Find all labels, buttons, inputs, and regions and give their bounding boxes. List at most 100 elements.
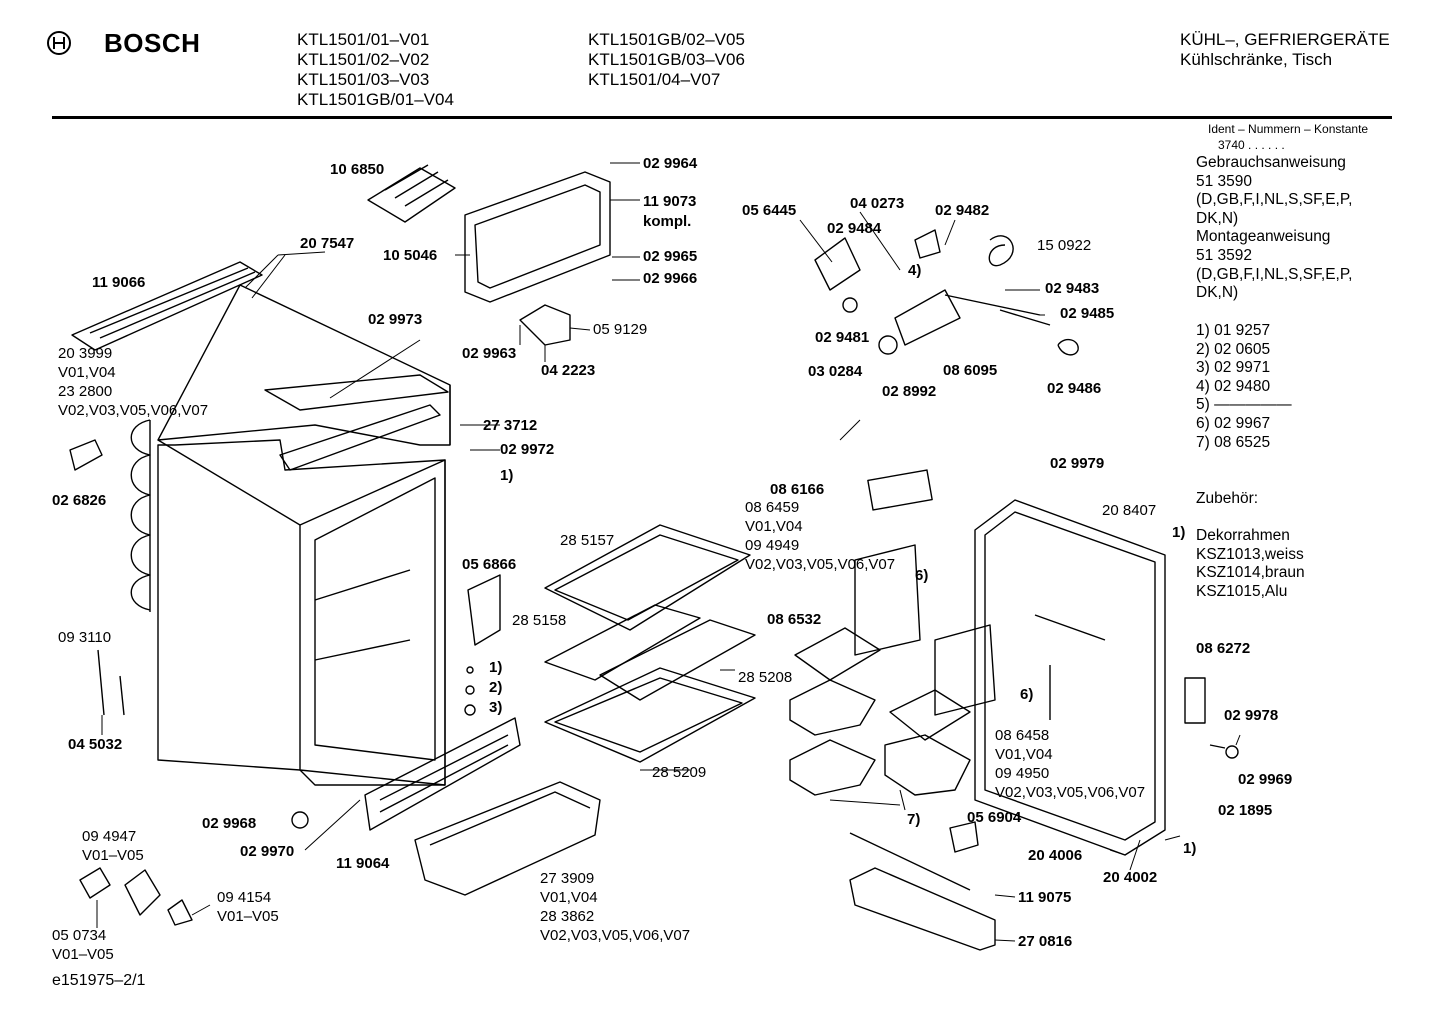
note-line: 3) 02 9971 [1196,359,1271,377]
note-ref: 4) [908,262,922,279]
part-label: 08 6166 [770,481,825,498]
part-label: 08 6458 [995,727,1050,744]
info-line: Gebrauchsanweisung [1196,154,1346,171]
part-label: 04 0273 [850,195,905,212]
part-label: 02 9483 [1045,280,1100,297]
category-title: KÜHL–, GEFRIERGERÄTE Kühlschränke, Tisch [1180,30,1390,70]
part-label: 02 9485 [1060,305,1115,322]
part-label: 02 9966 [643,270,698,287]
part-label: 05 6866 [462,556,517,573]
part-label: 02 9484 [827,220,882,237]
info-line: DK,N) [1196,284,1239,302]
fridge-door [974,499,1166,856]
part-label: 20 4002 [1103,869,1158,886]
note-ref: 1) [1172,524,1186,541]
condenser-coil [130,419,151,612]
part-label: 02 8992 [882,383,937,400]
note-line: 5) ――――― [1196,396,1292,414]
note-ref: 7) [907,811,921,828]
part-label: 09 4949 [745,537,800,554]
part-label: 10 6850 [330,161,385,178]
top-grille [71,261,263,351]
part-label: 05 0734 [52,927,107,944]
part-label: 05 6445 [742,202,797,219]
accessory-line: KSZ1013,weiss [1196,545,1304,563]
part-label: 28 5157 [560,532,615,549]
leader-lines [96,162,1241,942]
variant-label: V01,V04 [58,364,116,381]
model-list-2: KTL1501GB/02–V05 KTL1501GB/03–V06 KTL150… [588,30,745,90]
ident-title: Ident – Nummern – Konstante [1208,122,1369,136]
model-item: KTL1501/01–V01 [297,30,430,49]
model-list-1: KTL1501/01–V01 KTL1501/02–V02 KTL1501/03… [297,30,454,110]
note-ref: 6) [1020,686,1034,703]
part-label: 11 9075 [1018,889,1072,906]
notes-list: 1) 01 9257 2) 02 0605 3) 02 9971 4) 02 9… [1196,322,1292,452]
part-label: 20 7547 [300,235,355,252]
note-line: 1) 01 9257 [1196,322,1271,339]
door-bins [789,469,996,951]
part-label: 02 9481 [815,329,870,346]
note-ref: 2) [489,679,503,696]
part-label: 02 9978 [1224,707,1279,724]
info-line: (D,GB,F,I,NL,S,SF,E,P, [1196,265,1353,283]
category-line: Kühlschränke, Tisch [1180,50,1333,69]
part-label: 08 6272 [1196,640,1251,657]
part-label: 27 3712 [483,417,538,434]
note-line: 6) 02 9967 [1196,414,1271,432]
model-item: KTL1501GB/01–V04 [297,90,454,109]
part-label: 05 9129 [593,321,648,338]
ice-tray [367,164,456,223]
variant-label: V01–V05 [52,946,114,963]
crisper-drawer [414,781,601,896]
part-label: 02 9965 [643,248,698,265]
part-label: 02 9970 [240,843,295,860]
part-label: 03 0284 [808,363,863,380]
note-ref: 1) [489,659,503,676]
part-label: 08 6459 [745,499,800,516]
note-ref: 1) [500,467,514,484]
model-item: KTL1501/03–V03 [297,70,430,89]
part-label: 27 0816 [1018,933,1073,950]
part-label: 09 4950 [995,765,1050,782]
part-label: 02 1895 [1218,802,1273,819]
freezer-door [464,171,611,303]
model-item: KTL1501GB/03–V06 [588,50,745,69]
part-label: 02 6826 [52,492,107,509]
info-line: DK,N) [1196,209,1239,227]
accessory-line: Zubehör: [1196,490,1259,507]
part-label: 28 5209 [652,764,707,781]
bosch-logo-icon [47,31,71,55]
note-line: 7) 08 6525 [1196,433,1271,451]
part-label: 02 9486 [1047,380,1102,397]
variant-label: V01,V04 [540,889,598,906]
part-label: 08 6532 [767,611,822,628]
part-label: 11 9066 [92,274,146,291]
vent-grille [364,717,521,831]
part-label: 02 9963 [462,345,517,362]
variant-label: V02,V03,V05,V06,V07 [995,784,1146,801]
note-ref: 3) [489,699,503,716]
part-label: 11 9064 [336,855,390,872]
part-label: 27 3909 [540,870,595,887]
model-item: KTL1501GB/02–V05 [588,30,745,49]
part-label: 04 5032 [68,736,123,753]
part-label: kompl. [643,213,692,230]
info-line: 51 3592 [1196,246,1253,264]
model-item: KTL1501/02–V02 [297,50,430,69]
model-item: KTL1501/04–V07 [588,70,721,89]
note-line: 2) 02 0605 [1196,340,1271,358]
part-label: 02 9972 [500,441,555,458]
part-label: 20 4006 [1028,847,1083,864]
part-label: 02 9968 [202,815,257,832]
variant-label: V02,V03,V05,V06,V07 [58,402,209,419]
brand-name: BOSCH [104,28,201,58]
part-label: 28 5158 [512,612,567,629]
note-ref: 1) [1183,840,1197,857]
variant-label: V01,V04 [995,746,1053,763]
part-label: 23 2800 [58,383,113,400]
part-label: 09 3110 [58,629,112,646]
part-label: 20 8407 [1102,502,1157,519]
part-label: 02 9482 [935,202,990,219]
